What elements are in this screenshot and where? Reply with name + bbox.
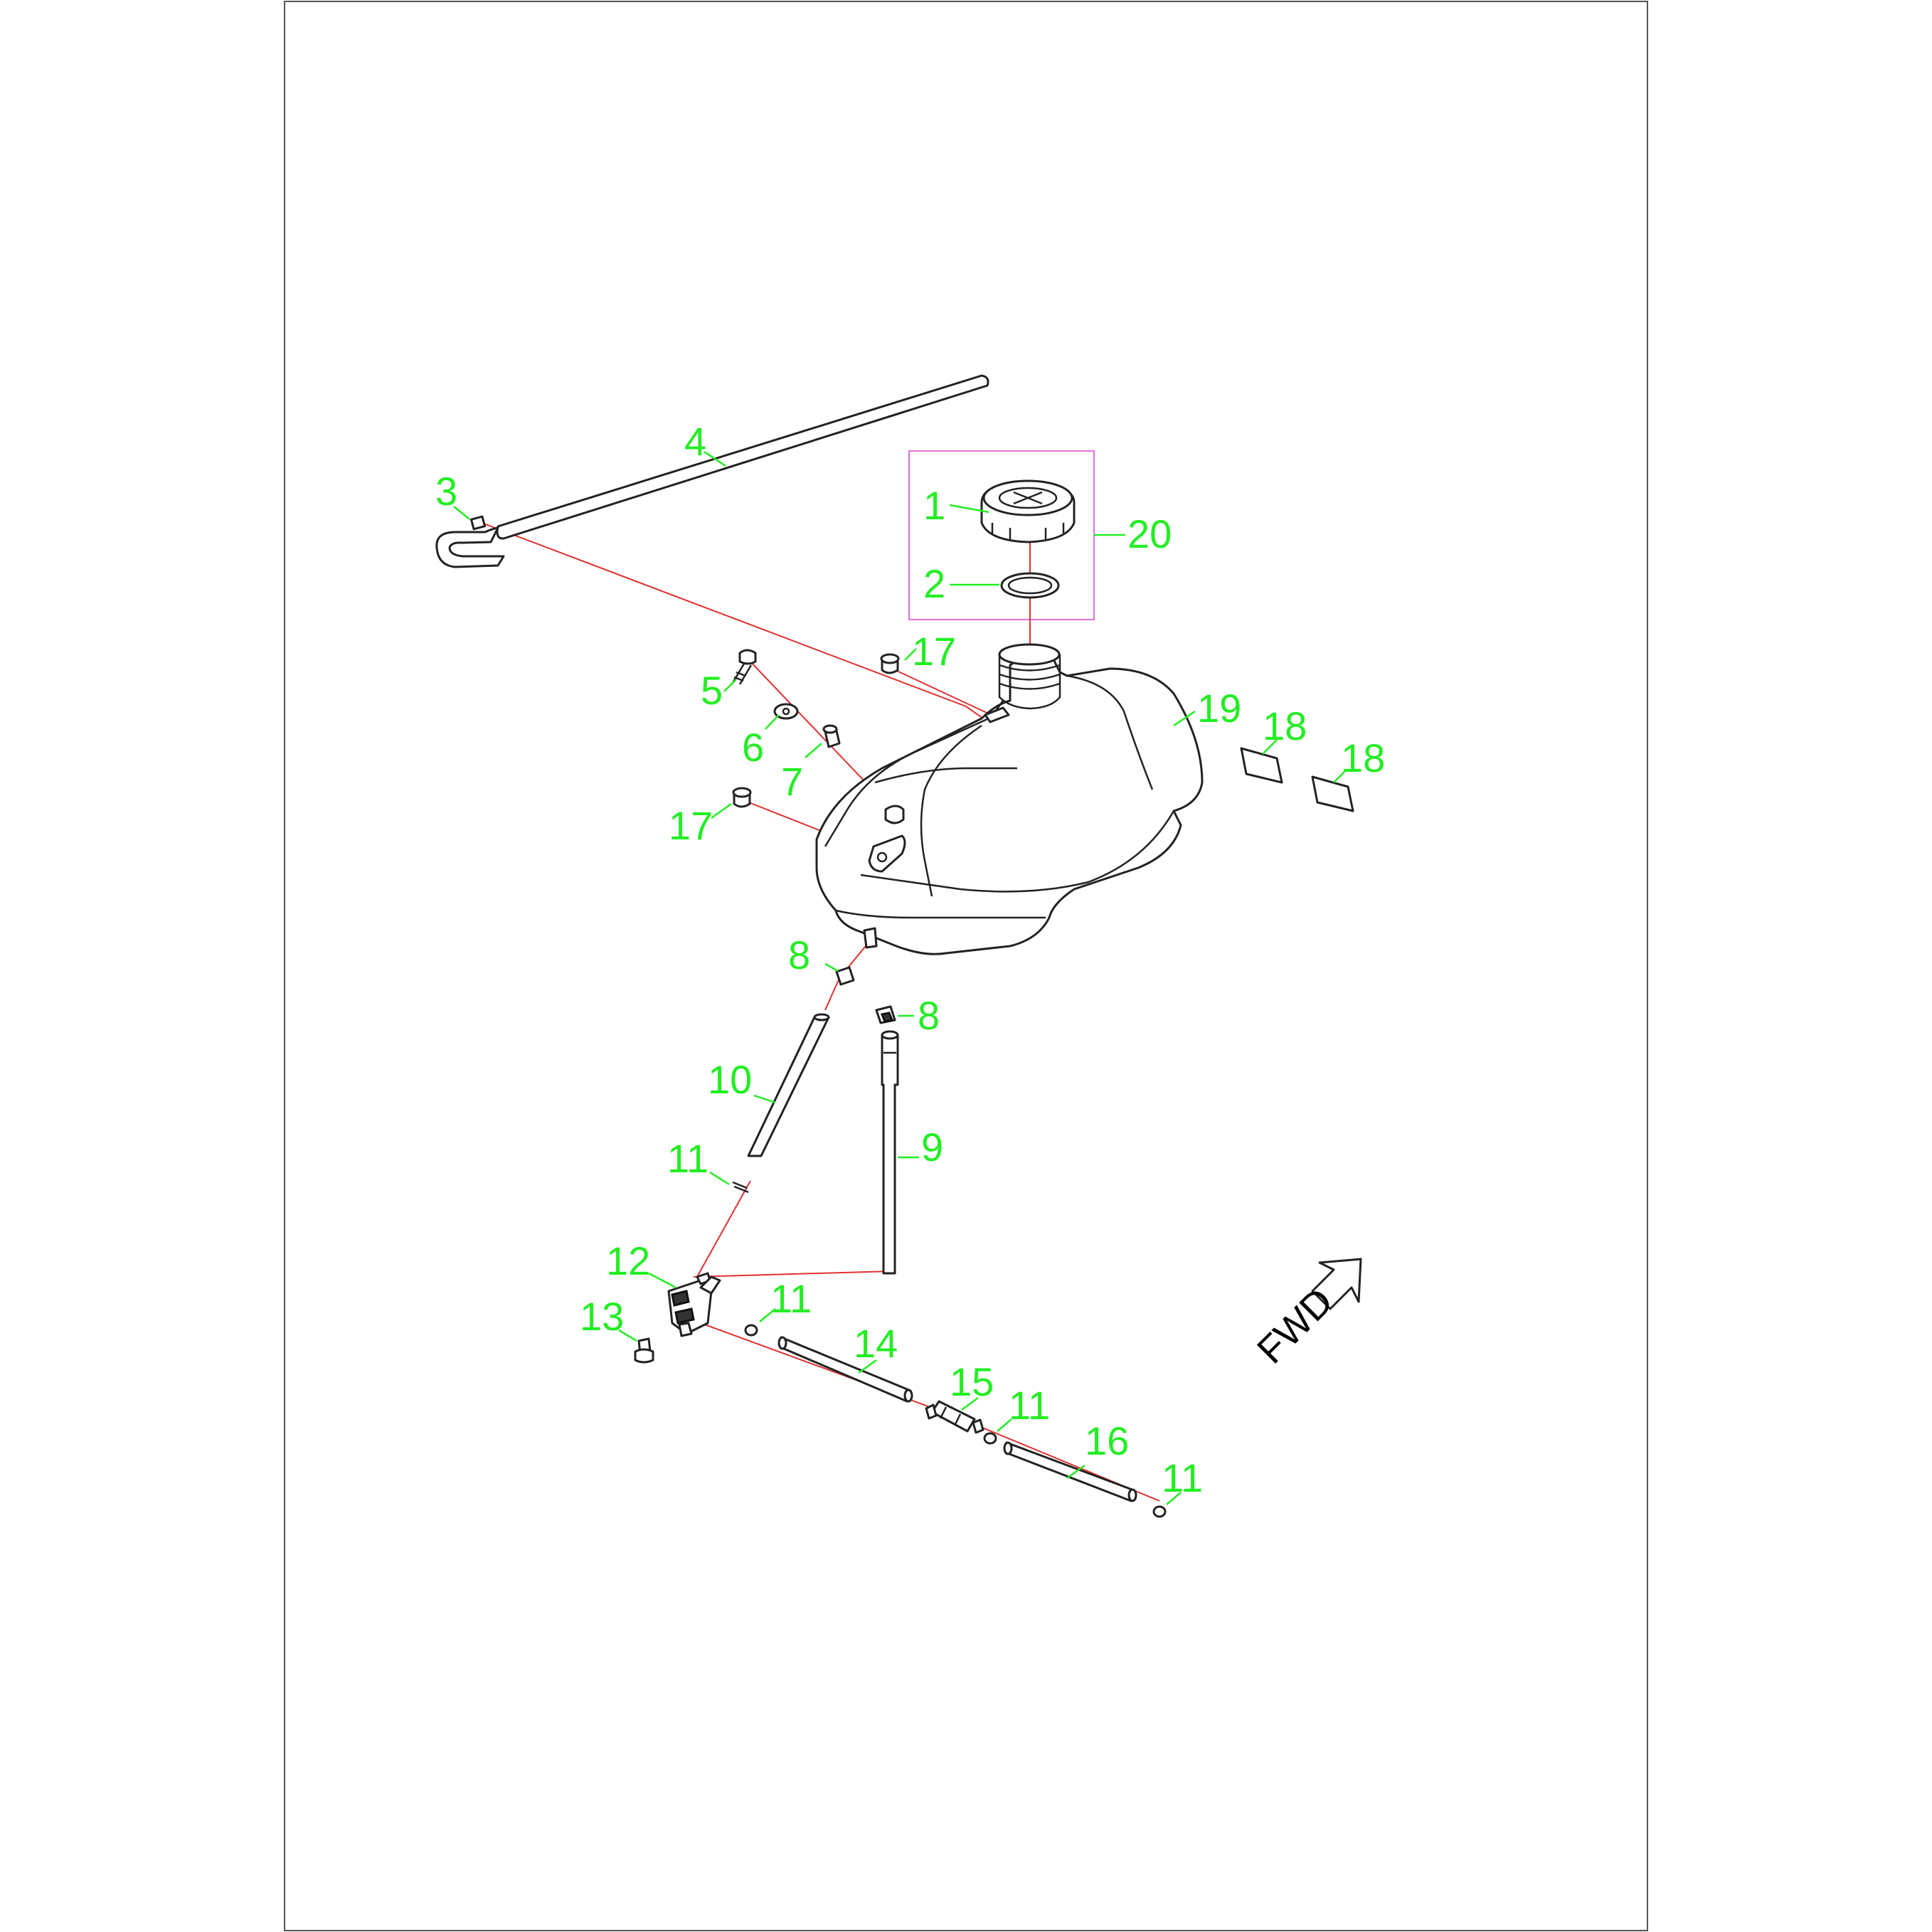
callout-part-20: 20: [1094, 511, 1172, 556]
forward-direction-indicator: FWD: [1249, 1258, 1362, 1371]
page-frame: [284, 1, 1648, 1931]
fuel-hose-middle: [777, 1336, 913, 1403]
callout-part-2: 2: [923, 561, 999, 606]
callout-part-18-b: 18: [1333, 736, 1385, 783]
mount-collar: [822, 724, 841, 748]
vent-hose: [435, 374, 989, 568]
mount-bolt: [731, 649, 757, 685]
callout-part-16: 16: [1066, 1418, 1129, 1480]
svg-text:8: 8: [788, 933, 810, 977]
svg-text:16: 16: [1085, 1418, 1129, 1463]
svg-text:15: 15: [950, 1359, 994, 1404]
fuel-filter: [925, 1400, 984, 1434]
callout-part-1: 1: [923, 483, 989, 528]
hose-clamp-left: [835, 966, 855, 986]
hose-clamp-right: [875, 1005, 896, 1024]
svg-text:17: 17: [669, 803, 713, 848]
callout-part-18-a: 18: [1262, 704, 1307, 755]
callout-part-12: 12: [606, 1238, 676, 1289]
fuel-valve: [667, 1272, 721, 1337]
svg-text:10: 10: [708, 1057, 752, 1102]
svg-text:3: 3: [435, 469, 457, 514]
callout-part-6: 6: [742, 714, 780, 770]
fuel-hose-lower: [1003, 1441, 1137, 1502]
svg-text:12: 12: [606, 1238, 650, 1283]
forward-arrow-icon: [1311, 1258, 1362, 1310]
svg-text:11: 11: [667, 1136, 708, 1181]
svg-text:4: 4: [684, 419, 706, 464]
svg-text:14: 14: [854, 1321, 898, 1366]
svg-text:1: 1: [923, 483, 945, 528]
fuel-cap: [980, 479, 1076, 543]
callout-part-10: 10: [708, 1057, 776, 1104]
warning-label-1: [1240, 747, 1283, 784]
callout-part-11-b: 11: [759, 1276, 812, 1322]
hose-clip-d: [1152, 1505, 1167, 1518]
callout-part-14: 14: [854, 1321, 898, 1374]
warning-label-2: [1311, 775, 1354, 812]
svg-text:9: 9: [921, 1125, 943, 1169]
callout-part-8-right: 8: [898, 993, 940, 1038]
callout-part-11-c: 11: [997, 1383, 1050, 1432]
svg-text:11: 11: [770, 1276, 812, 1321]
callout-part-9: 9: [898, 1125, 943, 1169]
callout-part-19: 19: [1173, 686, 1241, 731]
callout-part-7: 7: [781, 743, 822, 804]
svg-text:6: 6: [742, 725, 764, 770]
svg-text:7: 7: [781, 759, 803, 804]
callout-part-3: 3: [435, 469, 470, 520]
hose-clip-b: [744, 1324, 758, 1337]
svg-text:11: 11: [1009, 1383, 1050, 1428]
grommet-upper: [880, 653, 900, 674]
callout-part-17-lower: 17: [669, 802, 732, 848]
svg-text:13: 13: [580, 1294, 624, 1339]
fuel-hose-upper: [747, 1013, 830, 1157]
callouts: 1 2 20 3 4 5 6 7: [435, 419, 1385, 1505]
valve-screw: [634, 1337, 654, 1364]
grommet-lower: [732, 787, 752, 808]
cap-gasket: [1000, 572, 1060, 599]
svg-text:19: 19: [1197, 686, 1241, 731]
hose-clip-a: [732, 1181, 749, 1194]
svg-text:11: 11: [1162, 1455, 1203, 1500]
callout-part-13: 13: [580, 1294, 637, 1342]
callout-part-17-upper: 17: [904, 629, 956, 674]
hose-clip-c: [983, 1432, 997, 1445]
callout-part-11-a: 11: [667, 1136, 730, 1186]
svg-text:20: 20: [1127, 511, 1172, 556]
callout-part-5: 5: [701, 668, 737, 713]
svg-text:18: 18: [1341, 736, 1385, 780]
callout-part-11-d: 11: [1162, 1455, 1203, 1505]
svg-text:2: 2: [923, 561, 945, 606]
callout-part-8-left: 8: [788, 933, 839, 977]
drain-hose: [881, 1030, 899, 1275]
svg-text:17: 17: [912, 629, 956, 674]
fuel-tank: [815, 643, 1204, 955]
svg-text:18: 18: [1263, 704, 1307, 748]
callout-part-4: 4: [684, 419, 726, 467]
svg-text:5: 5: [701, 668, 723, 713]
svg-text:8: 8: [918, 993, 940, 1038]
mount-washer: [773, 703, 799, 720]
callout-part-15: 15: [950, 1359, 994, 1411]
hose-clip: [469, 515, 487, 531]
